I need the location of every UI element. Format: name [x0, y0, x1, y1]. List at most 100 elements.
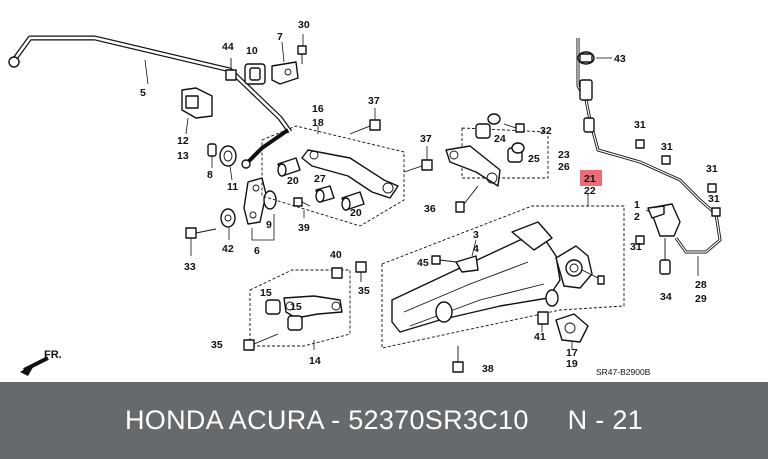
callout-41: 41 [534, 331, 546, 343]
callout-7: 7 [277, 31, 283, 43]
callout-31d: 31 [708, 193, 720, 205]
callout-10: 10 [246, 45, 258, 57]
callout-25: 25 [528, 153, 540, 165]
bracket-1-2 [647, 205, 665, 219]
parts-diagram: 1234567891011121314151516171819202021222… [8, 19, 722, 377]
callout-34: 34 [660, 291, 672, 303]
callout-44: 44 [222, 41, 234, 53]
bolt-32 [503, 123, 525, 133]
callout-31e: 31 [630, 241, 642, 253]
bolt-35b [355, 261, 367, 282]
callout-31a: 31 [634, 119, 646, 131]
bolt-37b [403, 159, 433, 173]
upper-link [445, 145, 501, 187]
callout-1: 1 [634, 199, 640, 211]
callout-4: 4 [473, 243, 479, 255]
part-number-caption: HONDA ACURA - 52370SR3C10 N - 21 [124, 405, 643, 435]
stabilizer-bracket [181, 87, 213, 119]
callout-12: 12 [177, 135, 189, 147]
callout-27: 27 [314, 173, 326, 185]
callout-labels: 1234567891011121314151516171819202021222… [140, 19, 720, 375]
callout-3: 3 [473, 229, 479, 241]
callout-31b: 31 [661, 141, 673, 153]
hub-17-19 [555, 313, 589, 343]
callout-43: 43 [614, 53, 626, 65]
callout-13: 13 [177, 150, 189, 162]
callout-17: 17 [566, 347, 578, 359]
clamp-7 [271, 61, 299, 85]
bushing-20b [341, 191, 365, 211]
callout-22: 22 [584, 185, 596, 197]
bolt-45 [431, 255, 457, 265]
callout-32: 32 [540, 125, 552, 137]
bolt-33 [185, 227, 217, 239]
callout-35a: 35 [211, 339, 223, 351]
bracket-3-4 [455, 255, 479, 273]
callout-24: 24 [494, 133, 506, 145]
callout-15a: 15 [260, 287, 272, 299]
callout-16: 16 [312, 103, 324, 115]
bushing-20a [277, 157, 301, 177]
lower-link-14 [283, 295, 343, 319]
bushing-25 [507, 142, 525, 163]
bushing-27 [315, 185, 335, 203]
callout-40: 40 [330, 249, 342, 261]
callout-28: 28 [695, 279, 707, 291]
callout-9: 9 [266, 219, 272, 231]
bolt-37a [349, 119, 381, 135]
nut-40 [331, 267, 343, 279]
lower-arm [391, 221, 605, 333]
footer-bar: HONDA ACURA - 52370SR3C10 N - 21 [0, 382, 768, 459]
callout-37b: 37 [420, 133, 432, 145]
callout-36: 36 [424, 203, 436, 215]
callout-20a: 20 [287, 175, 299, 187]
bolt-39 [293, 197, 311, 207]
callout-2: 2 [634, 211, 640, 223]
bolt-36 [455, 185, 479, 213]
bushing-15b [287, 315, 303, 331]
washer-42 [220, 208, 236, 228]
callout-33: 33 [184, 261, 196, 273]
callout-15b: 15 [290, 301, 302, 313]
grommet-43 [577, 51, 595, 65]
stabilizer-link [207, 143, 237, 167]
bushing-15a [265, 299, 281, 315]
diagram-code: SR47-B2900B [596, 367, 651, 377]
callout-8: 8 [207, 169, 213, 181]
callout-42: 42 [222, 243, 234, 255]
callout-6: 6 [254, 245, 260, 257]
callout-29: 29 [695, 293, 707, 305]
callout-31c: 31 [706, 163, 718, 175]
callout-23: 23 [558, 149, 570, 161]
callout-11: 11 [227, 181, 238, 193]
bushing-10 [244, 63, 266, 85]
upper-arm-16 [301, 149, 399, 199]
bolt-30 [297, 45, 307, 64]
link-6 [243, 177, 277, 225]
callout-19: 19 [566, 358, 578, 370]
nut-41 [537, 311, 549, 325]
callout-18: 18 [312, 117, 324, 129]
stabilizer-bar [8, 35, 293, 169]
callout-45: 45 [417, 257, 429, 269]
callout-39: 39 [298, 222, 310, 234]
callout-21: 21 [584, 173, 596, 185]
bolts-31 [635, 139, 721, 245]
callout-35b: 35 [358, 285, 370, 297]
callout-30: 30 [298, 19, 310, 31]
front-arrow-icon [20, 356, 49, 376]
callout-5: 5 [140, 87, 146, 99]
front-label: FR. [44, 349, 62, 361]
bushing-24 [475, 113, 501, 139]
abs-harness [576, 38, 722, 275]
callout-14: 14 [309, 355, 321, 367]
bolt-38 [452, 346, 464, 373]
callout-26: 26 [558, 161, 570, 173]
bolt-44 [225, 58, 237, 81]
callout-38: 38 [482, 363, 494, 375]
callout-37a: 37 [368, 95, 380, 107]
highlight-marker [580, 170, 602, 186]
callout-20b: 20 [350, 207, 362, 219]
bolt-35a [243, 333, 279, 351]
